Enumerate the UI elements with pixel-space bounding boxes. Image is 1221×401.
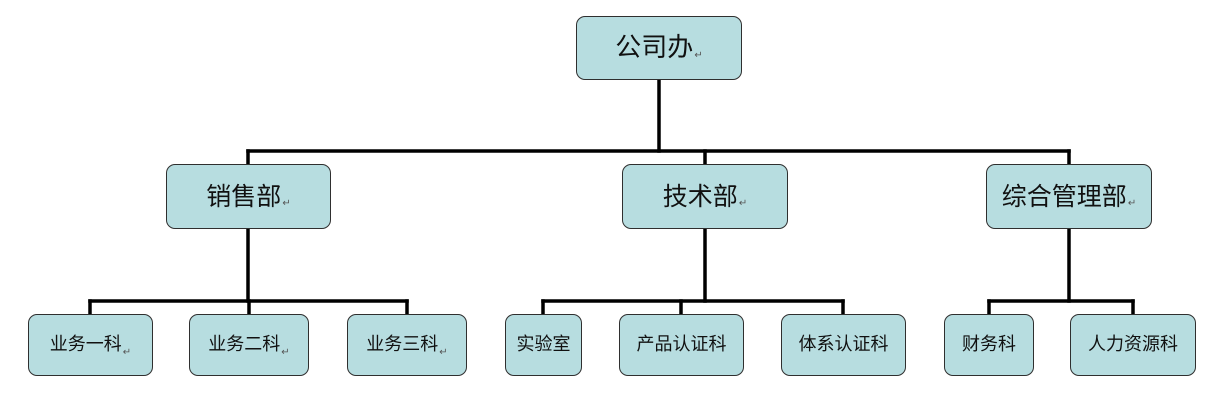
node-label: 业务三科	[366, 334, 439, 355]
node-label: 销售部	[206, 182, 282, 211]
org-node-dept-admin: 综合管理部↵	[986, 164, 1152, 229]
node-label: 业务二科	[208, 334, 281, 355]
paragraph-mark-icon: ↵	[694, 49, 703, 61]
node-label: 综合管理部	[1001, 182, 1127, 211]
org-node-section: 实验室	[505, 314, 582, 376]
org-node-section: 人力资源科	[1070, 314, 1196, 376]
node-label: 人力资源科	[1088, 334, 1178, 355]
paragraph-mark-icon: ↵	[281, 346, 290, 358]
org-node-section: 财务科	[944, 314, 1034, 376]
node-label: 技术部	[662, 182, 738, 211]
paragraph-mark-icon: ↵	[282, 198, 291, 209]
org-node-section: 业务二科↵	[189, 314, 309, 376]
paragraph-mark-icon: ↵	[1127, 198, 1137, 209]
org-node-section: 业务一科↵	[28, 314, 153, 376]
node-label: 实验室	[516, 334, 571, 355]
node-label: 财务科	[962, 334, 1016, 355]
node-label: 体系认证科	[798, 334, 889, 355]
org-node-dept-tech: 技术部↵	[622, 164, 788, 229]
paragraph-mark-icon: ↵	[122, 346, 132, 358]
node-label: 公司办	[615, 33, 694, 63]
org-node-dept-sales: 销售部↵	[166, 164, 331, 229]
org-node-root: 公司办↵	[576, 16, 742, 80]
org-node-section: 体系认证科	[781, 314, 906, 376]
org-node-section: 产品认证科	[619, 314, 744, 376]
paragraph-mark-icon: ↵	[439, 346, 448, 358]
node-label: 业务一科	[49, 334, 122, 355]
paragraph-mark-icon: ↵	[738, 198, 748, 209]
node-label: 产品认证科	[636, 334, 727, 355]
org-node-section: 业务三科↵	[347, 314, 467, 376]
